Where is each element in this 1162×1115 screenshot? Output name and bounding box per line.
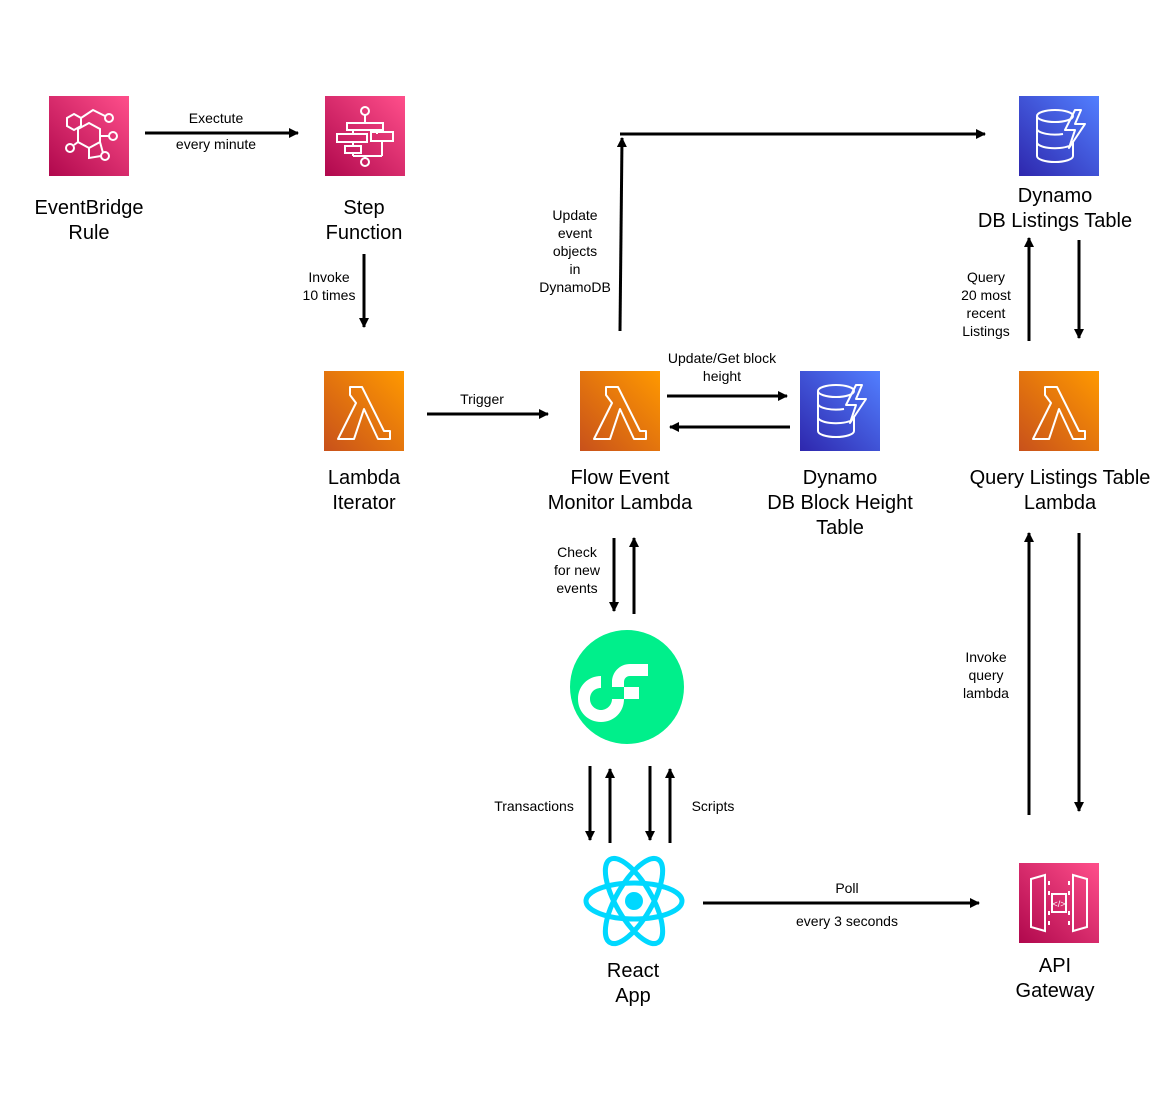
check-new-events-label: Check for new events [554, 544, 600, 596]
query-recent-listings-label: Query 20 most recent Listings [961, 269, 1011, 339]
api-gateway-label: API Gateway [1015, 955, 1095, 1002]
flow-event-monitor-lambda-label: Flow Event Monitor Lambda [547, 467, 693, 514]
step-functions-icon [325, 96, 405, 176]
dynamodb-icon [800, 371, 880, 451]
trigger-label: Trigger [460, 391, 504, 407]
arrow-update-events-up [616, 137, 627, 332]
eventbridge-rule-label: EventBridge Rule [34, 197, 144, 244]
poll-sublabel: every 3 seconds [796, 913, 898, 929]
invoke-label: Invoke 10 times [302, 269, 356, 303]
api-gateway-icon: </> [1019, 863, 1099, 943]
react-app-label: React App [606, 960, 660, 1007]
svg-text:</>: </> [1052, 899, 1065, 909]
execute-sublabel: every minute [175, 136, 257, 152]
lambda-icon [1019, 371, 1099, 451]
react-logo-icon [583, 855, 685, 947]
flow-logo-icon [570, 630, 684, 744]
lambda-icon [324, 371, 404, 451]
invoke-query-lambda-label: Invoke query lambda [963, 649, 1009, 701]
dynamodb-listings-table-label: Dynamo DB Listings Table [977, 185, 1133, 232]
update-get-block-height-label: Update/Get block height [667, 350, 777, 384]
execute-label: Exectute [188, 110, 244, 126]
scripts-label: Scripts [691, 798, 735, 814]
step-function-label: Step Function [325, 197, 403, 244]
update-events-label: Update event objects in DynamoDB [539, 207, 611, 295]
arrows [145, 128, 1084, 908]
lambda-icon [580, 371, 660, 451]
query-listings-lambda-label: Query Listings Table Lambda [969, 467, 1151, 514]
transactions-label: Transactions [494, 798, 574, 814]
eventbridge-icon [49, 96, 129, 176]
lambda-iterator-label: Lambda Iterator [327, 467, 401, 514]
dynamodb-block-height-table-label: Dynamo DB Block Height Table [767, 467, 913, 539]
dynamodb-icon [1019, 96, 1099, 176]
poll-label: Poll [835, 880, 859, 896]
